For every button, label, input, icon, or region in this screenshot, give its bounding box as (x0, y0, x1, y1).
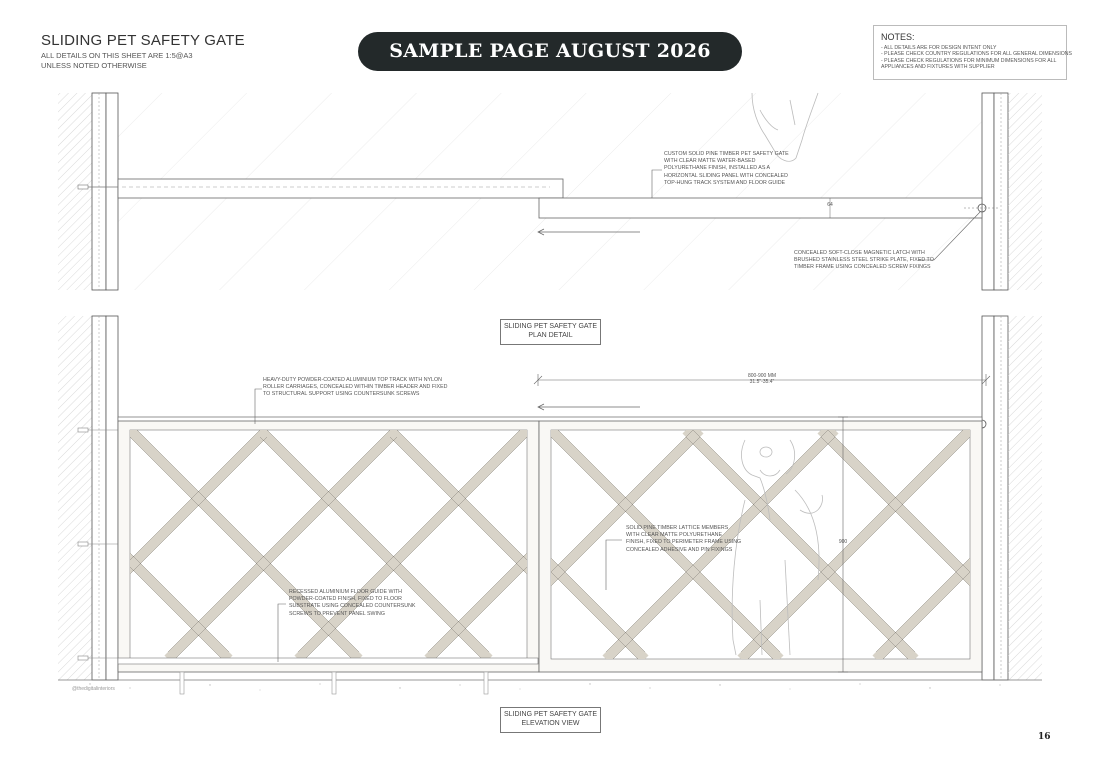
plan-thickness-dimension: 64 (827, 202, 833, 208)
sheet-scale-note: ALL DETAILS ON THIS SHEET ARE 1:5@A3 UNL… (41, 51, 193, 71)
note-line: APPLIANCES AND FIXTURES WITH SUPPLIER (881, 64, 995, 71)
elev-floor-guide-annotation: RECESSED ALUMINIUM FLOOR GUIDE WITH POWD… (289, 589, 415, 618)
elev-left-wall-hatch (58, 316, 92, 680)
ann-line: WITH CLEAR MATTE WATER-BASED (664, 158, 756, 165)
dim-line: 31.5"-35.4" (749, 378, 775, 385)
ann-line: CONCEALED SOFT-CLOSE MAGNETIC LATCH WITH (794, 250, 925, 256)
ann-line: SCREWS TO PREVENT PANEL SWING (289, 610, 385, 617)
elev-width-dimension: 800-900 MM 31.5"-35.4" (730, 373, 794, 385)
author-watermark: @thedigitalinteriors (72, 686, 115, 692)
notes-title: NOTES: (881, 32, 915, 42)
notes-box: NOTES: - ALL DETAILS ARE FOR DESIGN INTE… (873, 25, 1073, 80)
note-line: - ALL DETAILS ARE FOR DESIGN INTENT ONLY (881, 45, 997, 51)
scale-line-2: UNLESS NOTED OTHERWISE (41, 61, 147, 70)
plan-left-wall-hatch (58, 93, 92, 290)
plan-right-frame (981, 92, 995, 291)
elev-dog-sketch (731, 439, 823, 656)
ann-line: TO STRUCTURAL SUPPORT USING COUNTERSUNK … (263, 391, 420, 398)
ann-line: HEAVY-DUTY POWDER-COATED ALUMINIUM TOP T… (263, 377, 442, 383)
plan-left-frame (105, 92, 119, 291)
elev-right-frame (981, 315, 995, 681)
note-line: - PLEASE CHECK REGULATIONS FOR MINIMUM D… (881, 57, 1057, 64)
ann-line: ROLLER CARRIAGES, CONCEALED WITHIN TIMBE… (263, 384, 448, 391)
note-line: - PLEASE CHECK COUNTRY REGULATIONS FOR A… (881, 51, 1073, 58)
sheet-title: SLIDING PET SAFETY GATE (41, 32, 245, 49)
elev-left-frame (105, 315, 119, 681)
page-number: 16 (1038, 732, 1051, 742)
ann-line: BRUSHED STAINLESS STEEL STRIKE PLATE, FI… (794, 257, 934, 264)
plan-dog-sketch (751, 92, 819, 162)
elev-floor-guide (117, 657, 539, 665)
ann-line: WITH CLEAR MATTE POLYURETHANE (626, 532, 723, 539)
elev-right-wall-hatch (1008, 316, 1042, 680)
ann-line: HORIZONTAL SLIDING PANEL WITH CONCEALED (664, 172, 788, 179)
ann-line: RECESSED ALUMINIUM FLOOR GUIDE WITH (289, 589, 403, 595)
ann-line: TOP-HUNG TRACK SYSTEM AND FLOOR GUIDE (664, 179, 786, 186)
plan-latch-annotation: CONCEALED SOFT-CLOSE MAGNETIC LATCH WITH… (794, 250, 934, 272)
label-line: SLIDING PET SAFETY GATE (504, 711, 597, 718)
sample-banner: SAMPLE PAGE AUGUST 2026 (358, 32, 742, 71)
elev-track-annotation: HEAVY-DUTY POWDER-COATED ALUMINIUM TOP T… (263, 377, 447, 399)
elevation-view-drawing (58, 315, 1042, 695)
plan-stowed-panel (117, 178, 564, 199)
ann-line: CUSTOM SOLID PINE TIMBER PET SAFETY GATE (664, 151, 789, 157)
plan-detail-drawing (58, 92, 1042, 291)
label-line: SLIDING PET SAFETY GATE (504, 323, 597, 330)
elevation-view-label: SLIDING PET SAFETY GATE ELEVATION VIEW (500, 707, 601, 733)
label-line: ELEVATION VIEW (521, 720, 580, 727)
label-line: PLAN DETAIL (528, 332, 573, 339)
elev-height-dimension: 900 (838, 539, 848, 545)
ann-line: FINISH, FIXED TO PERIMETER FRAME USING (626, 539, 742, 546)
elev-stowed-panel (117, 420, 540, 673)
elev-floor-screws (179, 671, 489, 695)
ann-line: SOLID PINE TIMBER LATTICE MEMBERS (626, 525, 729, 531)
ann-line: TIMBER FRAME USING CONCEALED SCREW FIXIN… (794, 264, 931, 271)
ann-line: POWDER-COATED FINISH, FIXED TO FLOOR (289, 596, 403, 603)
plan-gate-annotation: CUSTOM SOLID PINE TIMBER PET SAFETY GATE… (664, 151, 789, 187)
ann-line: SUBSTRATE USING CONCEALED COUNTERSUNK (289, 603, 416, 610)
ann-line: CONCEALED ADHESIVE AND PIN FIXINGS (626, 546, 733, 553)
plan-right-wall-hatch (1008, 93, 1042, 290)
elev-stowed-lattice (130, 430, 527, 659)
elev-closed-lattice (551, 430, 970, 659)
dim-line: 800-900 MM (747, 373, 777, 379)
plan-detail-label: SLIDING PET SAFETY GATE PLAN DETAIL (500, 319, 601, 345)
elev-lattice-annotation: SOLID PINE TIMBER LATTICE MEMBERS WITH C… (626, 525, 741, 554)
plan-closed-panel (538, 197, 983, 219)
scale-line-1: ALL DETAILS ON THIS SHEET ARE 1:5@A3 (41, 51, 193, 60)
elev-floor-speckle (89, 683, 1001, 691)
ann-line: POLYURETHANE FINISH, INSTALLED AS A (664, 165, 771, 172)
